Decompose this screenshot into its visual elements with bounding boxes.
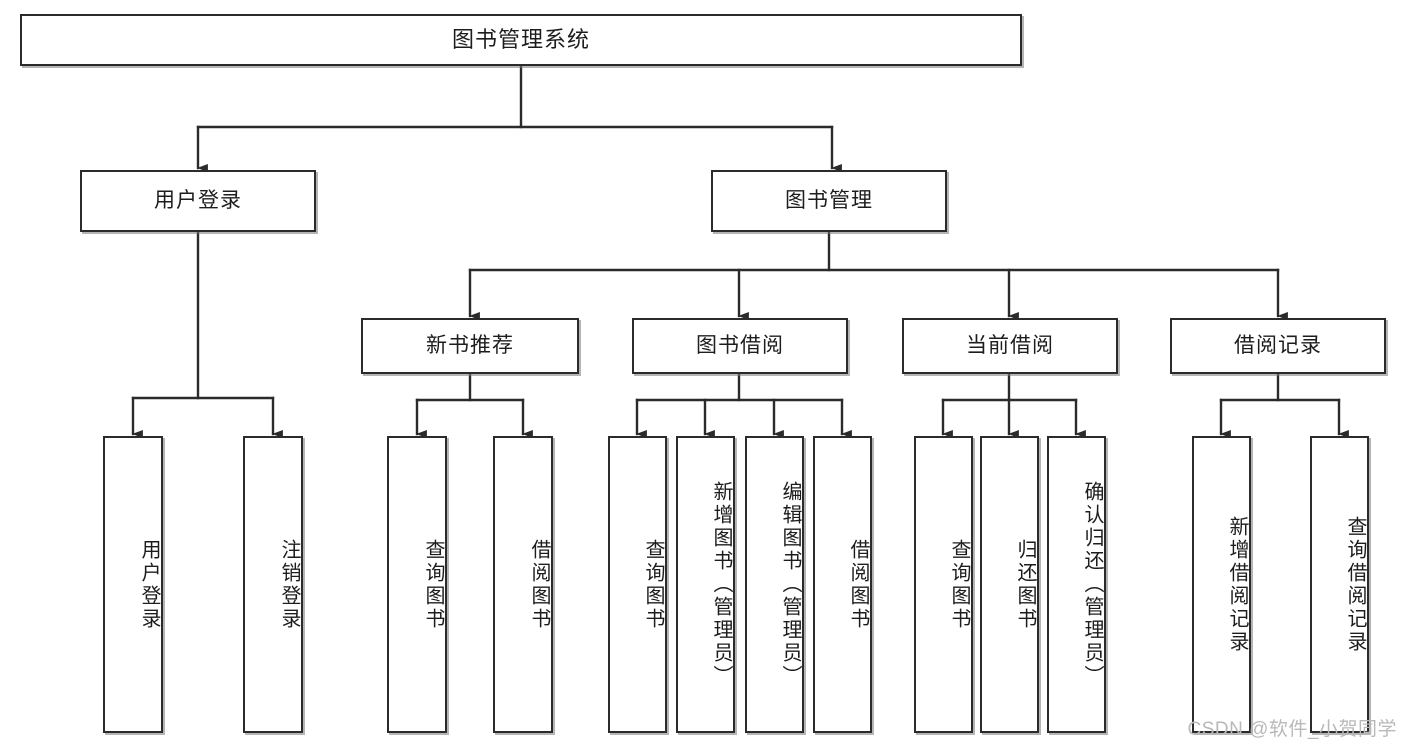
node-leaf-add-record[interactable]: 新增借阅记录 — [1192, 436, 1251, 733]
node-new-book-recommend[interactable]: 新书推荐 — [361, 318, 579, 374]
node-user-login[interactable]: 用户登录 — [80, 170, 316, 232]
node-current-borrow[interactable]: 当前借阅 — [902, 318, 1118, 374]
node-book-borrow[interactable]: 图书借阅 — [632, 318, 848, 374]
node-leaf-borrow-book-1[interactable]: 借阅图书 — [493, 436, 553, 733]
node-leaf-logout-login[interactable]: 注销登录 — [243, 436, 303, 733]
node-borrow-record[interactable]: 借阅记录 — [1170, 318, 1386, 374]
node-leaf-query-book-1[interactable]: 查询图书 — [387, 436, 447, 733]
csdn-watermark: CSDN @软件_小贺同学 — [1187, 719, 1397, 740]
node-leaf-borrow-book-2[interactable]: 借阅图书 — [813, 436, 872, 733]
node-root[interactable]: 图书管理系统 — [20, 14, 1022, 66]
node-leaf-user-login[interactable]: 用户登录 — [103, 436, 163, 733]
node-leaf-confirm-return[interactable]: 确认归还（管理员） — [1047, 436, 1106, 733]
node-leaf-edit-book[interactable]: 编辑图书（管理员） — [745, 436, 804, 733]
node-leaf-query-book-3[interactable]: 查询图书 — [914, 436, 973, 733]
node-book-manage[interactable]: 图书管理 — [711, 170, 947, 232]
node-leaf-query-book-2[interactable]: 查询图书 — [608, 436, 667, 733]
node-leaf-query-record[interactable]: 查询借阅记录 — [1310, 436, 1369, 733]
node-leaf-return-book[interactable]: 归还图书 — [980, 436, 1039, 733]
node-leaf-add-book[interactable]: 新增图书（管理员） — [676, 436, 735, 733]
